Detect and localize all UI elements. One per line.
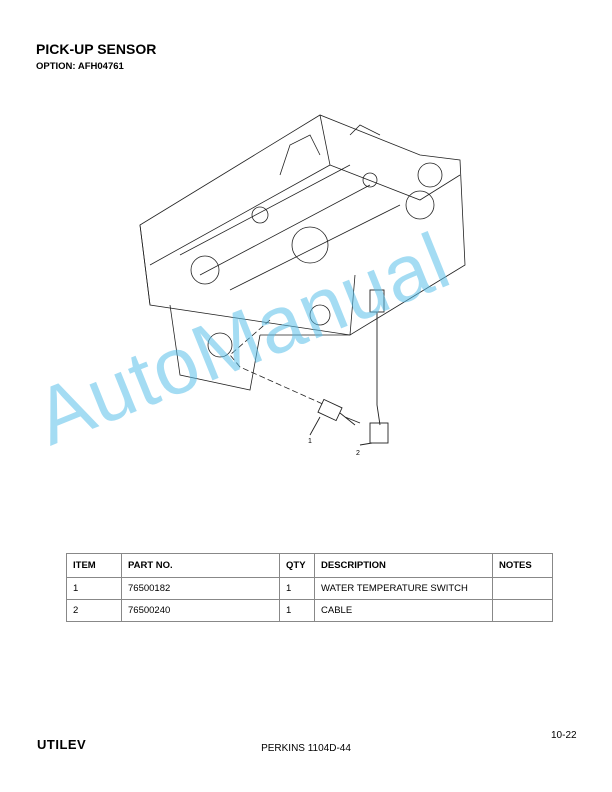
col-notes: NOTES (492, 553, 553, 578)
notes-cell (492, 599, 553, 622)
page-title: PICK-UP SENSOR (36, 41, 157, 57)
description-cell: WATER TEMPERATURE SWITCH (314, 577, 493, 600)
notes-cell (492, 577, 553, 600)
page-number: 10-22 (551, 730, 577, 741)
table-row: 2 76500240 1 CABLE (66, 599, 553, 622)
footer-model: PERKINS 1104D-44 (261, 743, 351, 754)
callout-1: 1 (308, 438, 312, 445)
table-header-row: ITEM PART NO. QTY DESCRIPTION NOTES (66, 553, 553, 578)
item-cell: 1 (66, 577, 122, 600)
col-description: DESCRIPTION (314, 553, 493, 578)
qty-cell: 1 (279, 577, 315, 600)
qty-cell: 1 (279, 599, 315, 622)
engine-block-drawing (139, 114, 466, 391)
col-part-no: PART NO. (121, 553, 280, 578)
callout-2: 2 (356, 450, 360, 457)
col-qty: QTY (279, 553, 315, 578)
option-code: OPTION: AFH04761 (36, 61, 124, 72)
part-cell: 76500182 (121, 577, 280, 600)
parts-table: ITEM PART NO. QTY DESCRIPTION NOTES 1 76… (66, 553, 553, 622)
utilev-logo: UTILEV (37, 737, 87, 752)
description-cell: CABLE (314, 599, 493, 622)
col-item: ITEM (66, 553, 122, 578)
part-cell: 76500240 (121, 599, 280, 622)
item-cell: 2 (66, 599, 122, 622)
table-row: 1 76500182 1 WATER TEMPERATURE SWITCH (66, 577, 553, 600)
engine-parts-diagram: 1 2 (139, 114, 466, 457)
sensor-and-cable (309, 289, 389, 446)
